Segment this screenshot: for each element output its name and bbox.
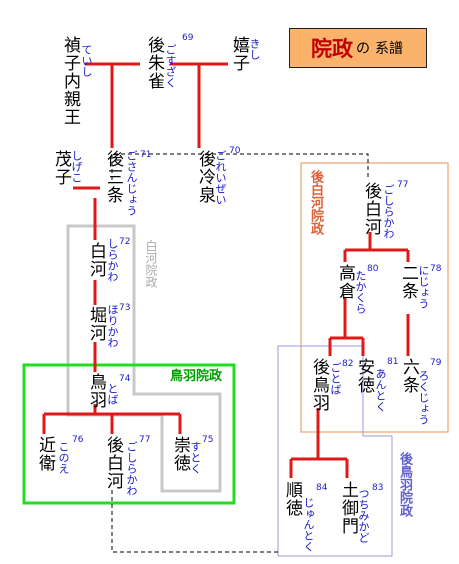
- person-sutoku: 崇徳: [170, 436, 190, 472]
- num-rokujo: 79: [430, 358, 442, 368]
- kana-shirakawa: しらかわ: [106, 238, 119, 282]
- person-tsuchimikado: 土御門: [338, 481, 358, 535]
- person-teishi: 禎子内親王: [60, 36, 80, 126]
- kana-horikawa: ほりかわ: [106, 304, 119, 348]
- person-konoe: 近衛: [35, 436, 55, 472]
- num-nijo: 78: [430, 264, 442, 274]
- kana-sutoku: すとく: [189, 441, 202, 474]
- person-antoku: 安徳: [354, 358, 374, 394]
- gotoba-insei-label: 後鳥羽院政: [397, 452, 412, 517]
- gosanjo-dashed-link: [111, 153, 369, 180]
- num-horikawa: 73: [119, 303, 131, 313]
- kana-takakura: たかくら: [354, 270, 367, 314]
- num-goshirakawa-left: 77: [139, 435, 151, 445]
- num-sutoku: 75: [202, 435, 214, 445]
- kana-shigeko: しげこ: [70, 150, 83, 183]
- person-rokujo: 六条: [399, 358, 419, 394]
- kana-teishi: ていし: [80, 44, 93, 77]
- kana-goreizei: ごれいぜい: [214, 150, 227, 205]
- family-lines: [42, 62, 410, 478]
- goshirakawa-dashed-link: [111, 490, 278, 553]
- num-konoe: 76: [72, 435, 84, 445]
- person-horikawa: 堀河: [86, 306, 106, 342]
- kana-juntoku: じゅんとく: [302, 497, 315, 552]
- num-gotoba: 82: [342, 359, 354, 369]
- kana-rokujo: ろくじょう: [417, 370, 430, 425]
- person-kishi: 嬉子: [229, 36, 249, 72]
- kana-goshirakawa-right: ごしらかわ: [382, 184, 395, 239]
- num-gosanjo: 71: [140, 150, 152, 160]
- kana-toba: とば: [106, 383, 119, 405]
- title-main: 院政: [311, 37, 353, 61]
- person-gosuzaku: 後朱雀: [144, 36, 164, 90]
- num-goshirakawa-right: 77: [397, 180, 409, 190]
- kana-gosanjo: ごさんじょう: [125, 150, 138, 216]
- title-particle: の: [356, 41, 370, 57]
- person-goshirakawa-left: 後白河: [103, 436, 123, 490]
- num-shirakawa: 72: [119, 237, 131, 247]
- person-takakura: 高倉: [335, 264, 355, 300]
- kana-nijo: にじょう: [417, 265, 430, 309]
- toba-insei-label: 鳥羽院政: [170, 369, 223, 384]
- goshirakawa-insei-label: 後白河院政: [308, 170, 323, 235]
- person-goshirakawa-right: 後白河: [361, 182, 381, 236]
- person-gosanjo: 後三条: [103, 150, 123, 204]
- person-shirakawa: 白河: [86, 242, 106, 278]
- title-sub: 系譜: [375, 41, 403, 57]
- person-nijo: 二条: [398, 264, 418, 300]
- person-juntoku: 順徳: [282, 481, 302, 517]
- num-goreizei: 70: [229, 146, 241, 156]
- kana-gosuzaku: ごすざく: [164, 44, 177, 88]
- person-toba: 鳥羽: [86, 373, 106, 409]
- num-juntoku: 84: [316, 483, 328, 493]
- diagram-title: 院政の系譜: [289, 28, 427, 68]
- person-goreizei: 後冷泉: [195, 150, 215, 204]
- num-tsuchimikado: 83: [372, 483, 384, 493]
- person-gotoba: 後鳥羽: [309, 358, 329, 412]
- num-toba: 74: [119, 374, 131, 384]
- person-shigeko: 茂子: [51, 150, 71, 186]
- num-takakura: 80: [367, 264, 379, 274]
- goshirakawa-insei-box: [300, 162, 449, 433]
- kana-tsuchimikado: つちみかど: [357, 488, 370, 543]
- kana-konoe: このえ: [57, 441, 70, 474]
- kana-goshirakawa-left: ごしらかわ: [125, 441, 138, 496]
- toba-insei-box: [22, 363, 236, 505]
- kana-gotoba: ごとば: [329, 362, 342, 395]
- num-antoku: 81: [387, 357, 399, 367]
- num-gosuzaku: 69: [182, 33, 194, 43]
- shirakawa-insei-label: 白河院政: [144, 240, 158, 288]
- kana-antoku: あんとく: [374, 368, 387, 412]
- kana-kishi: きし: [248, 38, 261, 60]
